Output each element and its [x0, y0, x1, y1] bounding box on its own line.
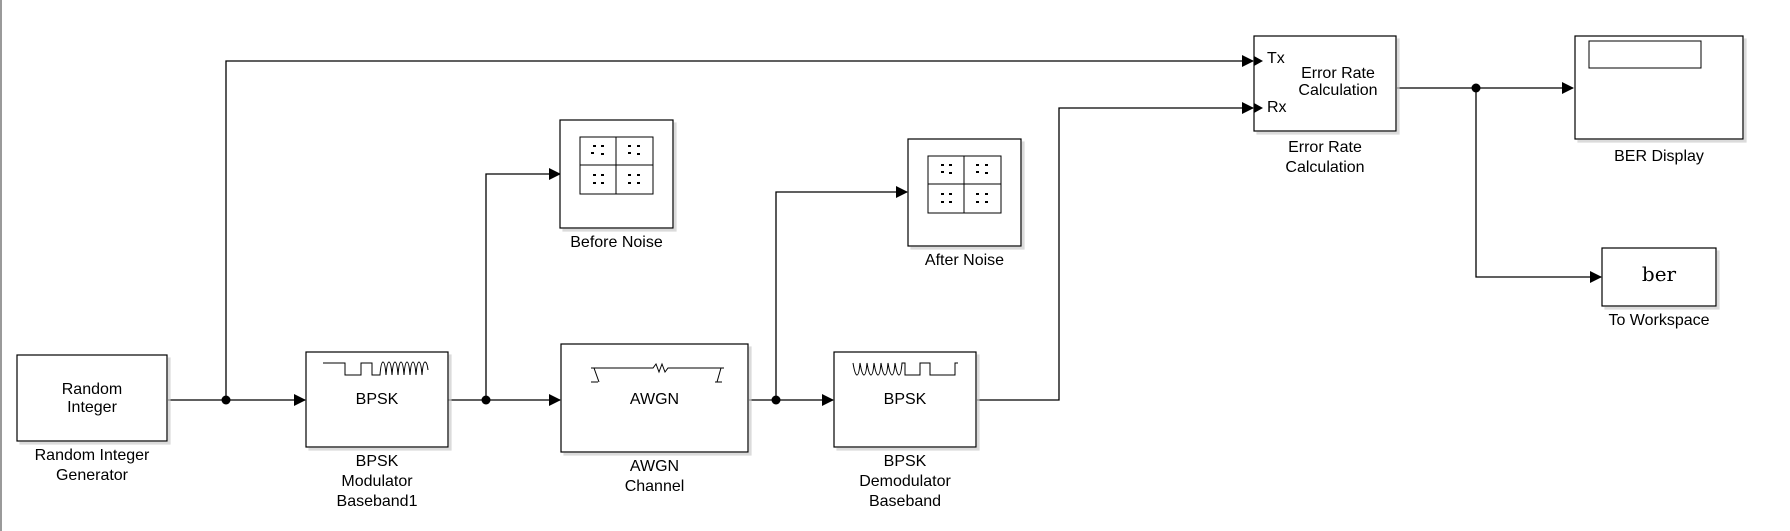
rx-port-label: Rx	[1267, 99, 1287, 116]
tx-port-label: Tx	[1267, 50, 1285, 67]
bpsk-demodulator-label[interactable]: BPSK Demodulator Baseband	[834, 452, 976, 512]
branch-point	[221, 395, 231, 405]
label-line: BPSK	[883, 453, 927, 470]
label-line: Generator	[55, 467, 129, 484]
bpsk-modulator-label[interactable]: BPSK Modulator Baseband1	[306, 452, 448, 512]
modulator-waveform-icon	[323, 361, 429, 376]
constellation-points	[941, 164, 988, 203]
awgn-channel-block[interactable]	[560, 343, 749, 453]
label-line: Random Integer	[34, 447, 150, 464]
to-workspace-label[interactable]: To Workspace	[1608, 312, 1710, 329]
line-awgn-to-after-noise[interactable]	[775, 186, 908, 400]
constellation-points	[591, 145, 640, 184]
random-integer-generator-label[interactable]: Random Integer Generator	[0, 446, 184, 486]
branch-point	[1471, 83, 1481, 93]
label-line: Baseband1	[336, 493, 418, 510]
to-workspace-block[interactable]	[1601, 247, 1717, 307]
block-text-line: Integer	[67, 399, 117, 416]
label-line: Channel	[624, 478, 685, 495]
to-workspace-variable-text: ber	[1641, 262, 1677, 286]
awgn-channel-label[interactable]: AWGN Channel	[561, 457, 748, 497]
ber-display-label[interactable]: BER Display	[1614, 148, 1704, 165]
label-line: Modulator	[341, 473, 413, 490]
label-line: Calculation	[1285, 159, 1365, 176]
canvas-left-border	[0, 0, 2, 531]
label-line: BPSK	[355, 453, 399, 470]
line-error-rate-to-workspace[interactable]	[1475, 88, 1602, 283]
line-generator-to-tx[interactable]	[225, 55, 1254, 400]
bpsk-demodulator-block-text: BPSK	[883, 391, 927, 408]
constellation-icon	[579, 136, 654, 195]
random-integer-generator-block[interactable]	[16, 354, 168, 442]
bpsk-modulator-block[interactable]	[305, 351, 449, 448]
bpsk-modulator-block-text: BPSK	[355, 391, 399, 408]
block-text-line: Random	[61, 381, 123, 398]
block-text-line: Error Rate	[1301, 65, 1375, 82]
demodulator-waveform-icon	[852, 362, 958, 376]
after-noise-label[interactable]: After Noise	[924, 252, 1005, 269]
error-rate-block-text: Error Rate Calculation	[1282, 65, 1394, 99]
block-text-line: Calculation	[1298, 82, 1378, 99]
line-modulator-to-before-noise[interactable]	[485, 168, 561, 400]
label-line: AWGN	[629, 458, 680, 475]
branch-point	[481, 395, 491, 405]
ber-display-readout	[1588, 40, 1702, 69]
before-noise-label[interactable]: Before Noise	[570, 234, 663, 251]
tx-port-arrow	[1254, 56, 1263, 66]
random-integer-block-text: Random Integer	[17, 381, 167, 417]
error-rate-calculation-label[interactable]: Error Rate Calculation	[1254, 138, 1396, 178]
awgn-block-text: AWGN	[629, 391, 680, 408]
error-rate-calculation-block[interactable]	[1253, 35, 1397, 132]
rx-port-arrow	[1254, 103, 1263, 113]
label-line: Baseband	[868, 493, 942, 510]
line-demodulator-to-rx[interactable]	[977, 102, 1254, 401]
branch-point	[771, 395, 781, 405]
label-line: Demodulator	[859, 473, 951, 490]
channel-icon	[591, 362, 724, 383]
label-line: Error Rate	[1288, 139, 1362, 156]
constellation-icon	[927, 155, 1002, 214]
